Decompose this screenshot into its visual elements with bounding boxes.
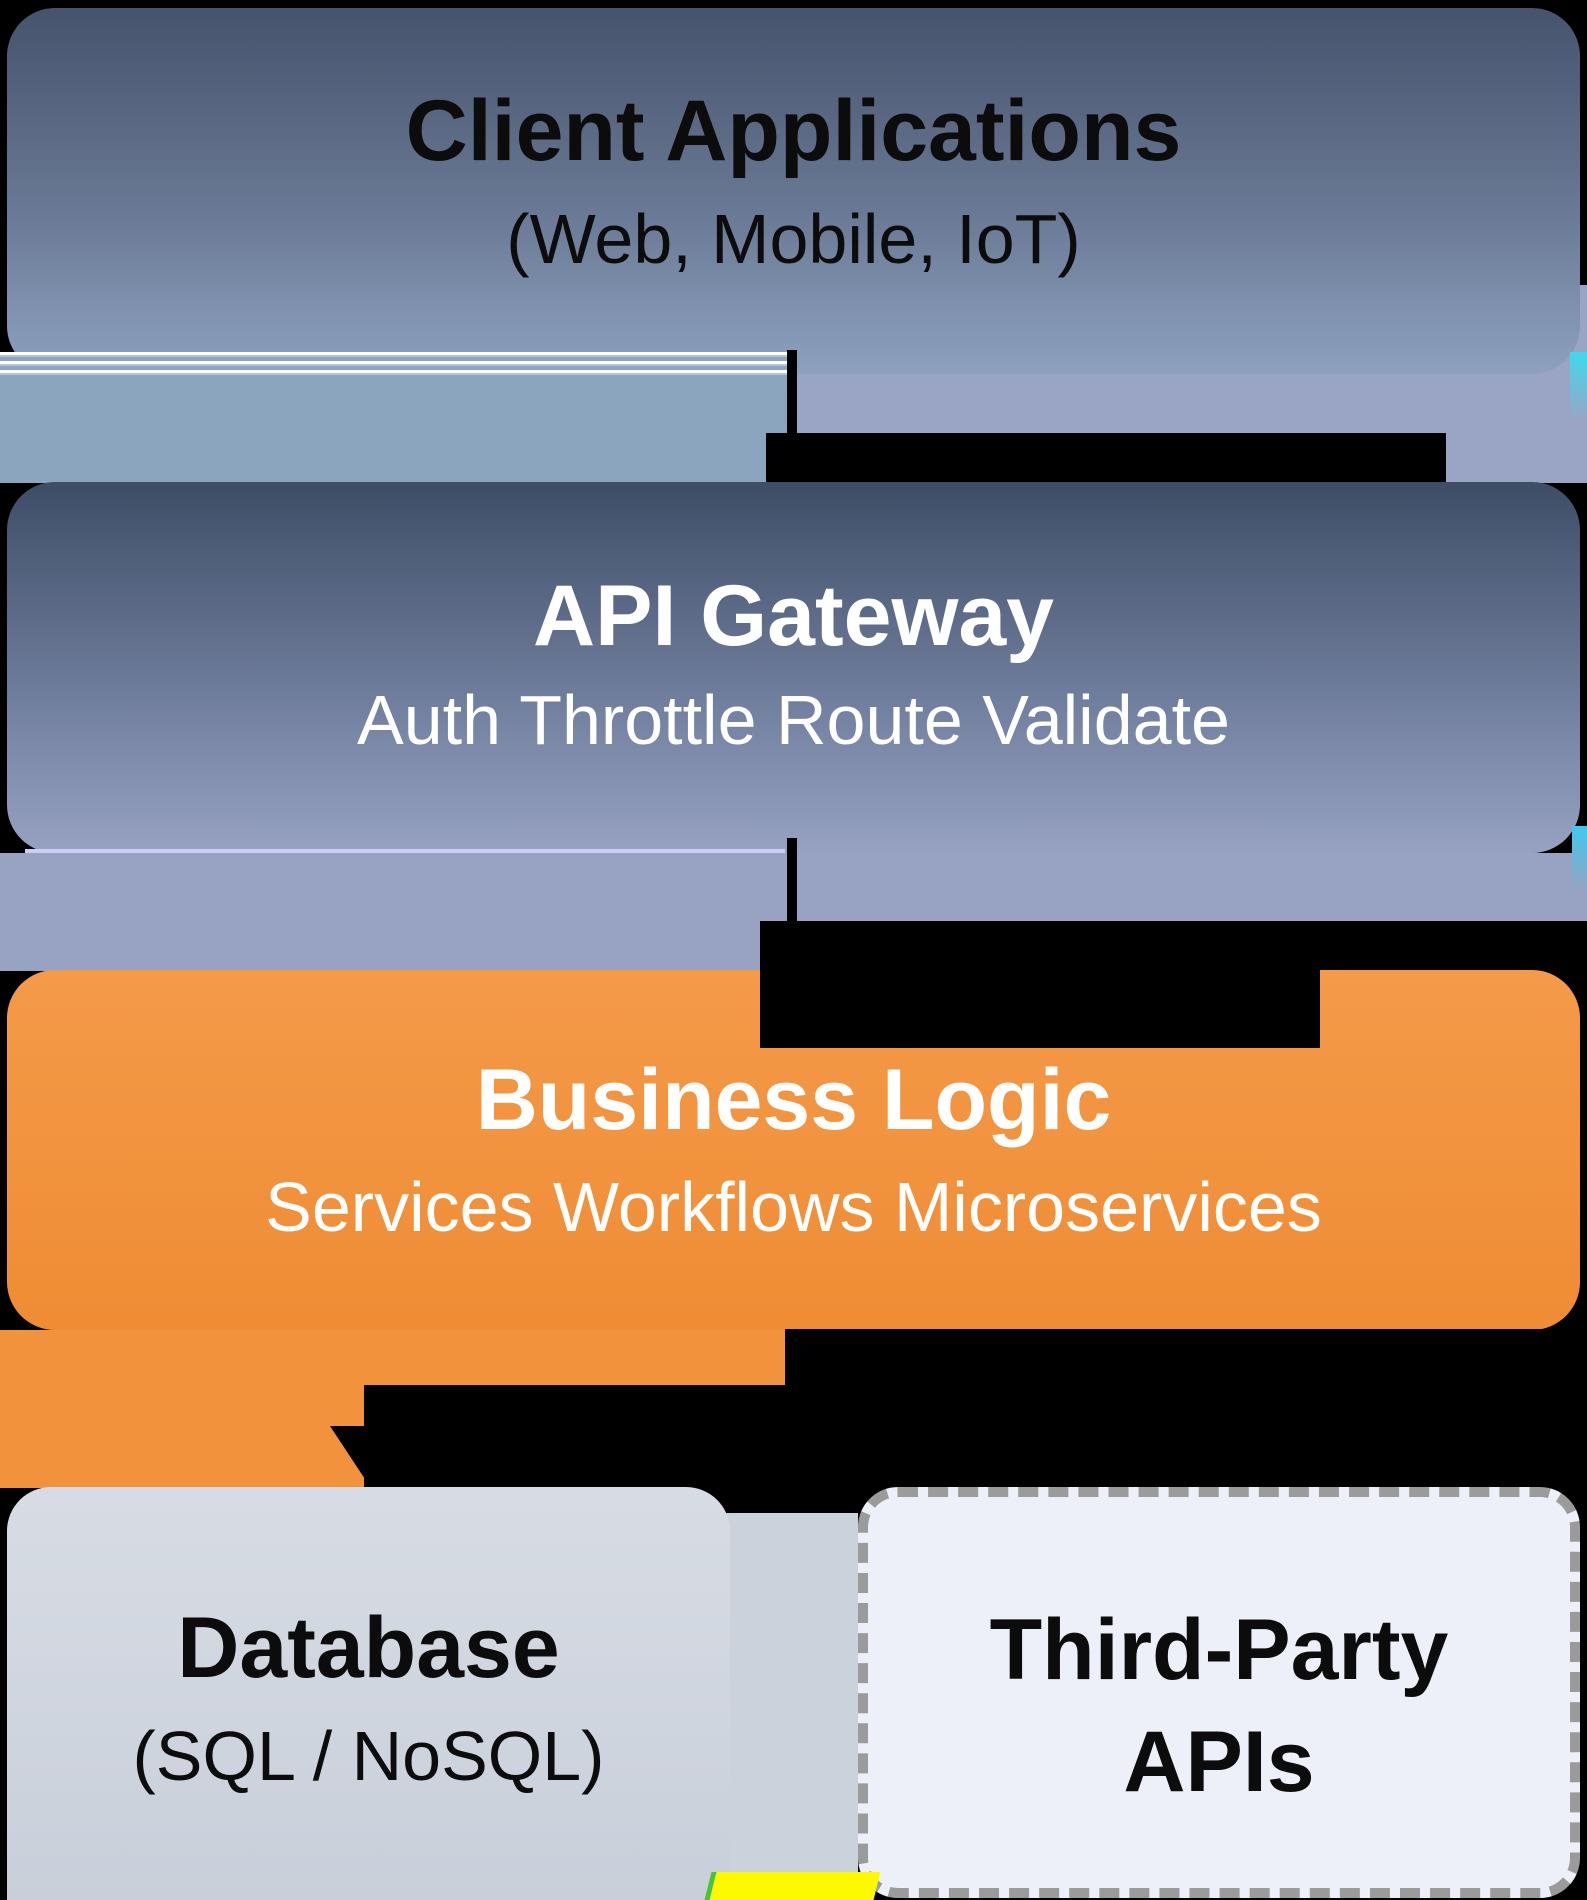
glitch-lavender-line (25, 849, 785, 853)
api-gateway-subtitle: Auth Throttle Route Validate (357, 681, 1230, 759)
arrow-client-to-gateway-shaft (787, 350, 797, 436)
arrow-gateway-to-business-shaft (787, 838, 797, 924)
api-gateway-title: API Gateway (533, 568, 1054, 664)
arrow-gateway-to-business-head-block (760, 921, 1587, 971)
business-logic-title: Business Logic (475, 1052, 1112, 1148)
client-applications-title: Client Applications (405, 83, 1182, 179)
glitch-black-notch (722, 1487, 858, 1514)
database-subtitle: (SQL / NoSQL) (132, 1717, 605, 1795)
arrow-client-to-gateway-head-block (766, 433, 1446, 483)
gap1-background-left (0, 373, 792, 483)
node-database: Database (SQL / NoSQL) (7, 1487, 730, 1900)
business-logic-subtitle: Services Workflows Microservices (265, 1168, 1322, 1246)
node-api-gateway: API Gateway Auth Throttle Route Validate (7, 482, 1580, 853)
database-title: Database (177, 1600, 560, 1696)
arrow-business-to-thirdparty-block (785, 1329, 1587, 1488)
arrow-gateway-to-business-overflow-block (760, 968, 1320, 1048)
arrow-business-to-database-shaft-block (364, 1385, 788, 1488)
glitch-cyan-sliver-top (1570, 352, 1587, 422)
glitch-cyan-sliver-mid (1572, 826, 1587, 892)
node-client-applications: Client Applications (Web, Mobile, IoT) (7, 8, 1580, 374)
glitch-yellow-block (704, 1872, 881, 1900)
client-applications-subtitle: (Web, Mobile, IoT) (506, 200, 1081, 278)
third-party-apis-title-line1: Third-Party (989, 1602, 1449, 1698)
node-third-party-apis: Third-Party APIs (858, 1487, 1580, 1898)
glitch-stripes (0, 352, 792, 376)
third-party-apis-title-line2: APIs (1123, 1714, 1315, 1810)
